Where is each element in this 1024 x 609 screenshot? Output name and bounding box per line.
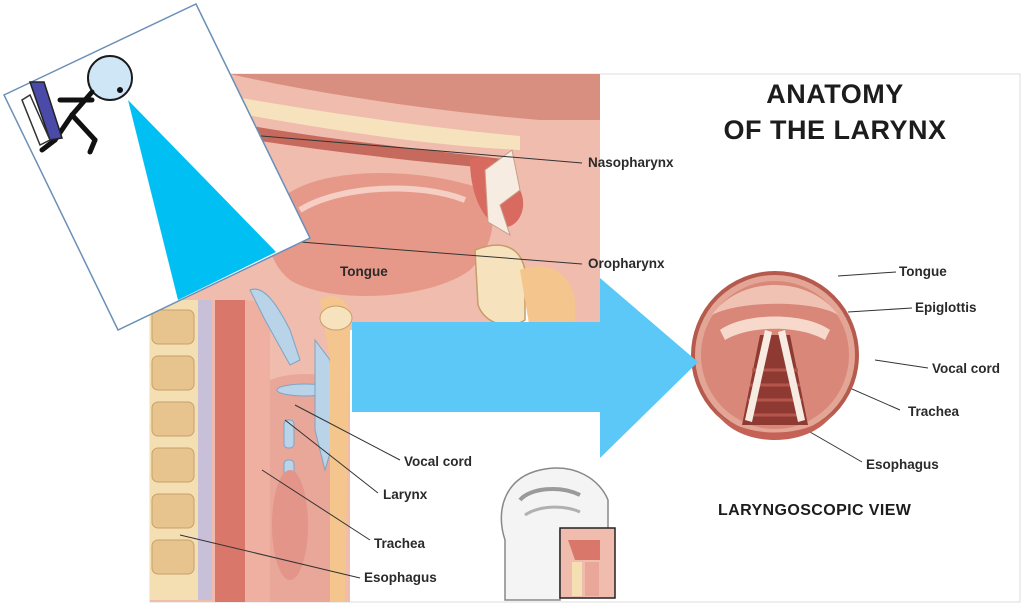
label-vocal-cord-sagittal: Vocal cord	[404, 454, 473, 469]
title-line-1: ANATOMY	[766, 79, 904, 109]
label-tongue-sagittal: Tongue	[340, 264, 388, 279]
stick-figure-icon	[21, 55, 133, 155]
diagram-title: ANATOMY OF THE LARYNX	[690, 76, 980, 148]
label-tongue-scope: Tongue	[899, 264, 947, 279]
tongue-shape	[268, 173, 493, 297]
endoscope-card	[2, 3, 312, 331]
label-esophagus-sagittal: Esophagus	[364, 570, 437, 585]
scope-beam	[128, 100, 276, 300]
laryngoscopic-caption: LARYNGOSCOPIC VIEW	[718, 502, 912, 519]
label-larynx: Larynx	[383, 487, 428, 502]
head-inset	[500, 467, 616, 601]
label-trachea-sagittal: Trachea	[374, 536, 426, 551]
laryngoscopic-view	[691, 271, 859, 440]
jaw-bone	[474, 244, 526, 326]
label-epiglottis: Epiglottis	[915, 300, 977, 315]
label-nasopharynx: Nasopharynx	[588, 155, 674, 170]
label-vocal-cord-scope: Vocal cord	[932, 361, 1001, 376]
title-line-2: OF THE LARYNX	[723, 115, 947, 145]
label-oropharynx: Oropharynx	[588, 256, 665, 271]
label-esophagus-scope: Esophagus	[866, 457, 939, 472]
label-trachea-scope: Trachea	[908, 404, 960, 419]
transition-arrow	[352, 278, 698, 458]
leader-lines	[179, 134, 583, 579]
